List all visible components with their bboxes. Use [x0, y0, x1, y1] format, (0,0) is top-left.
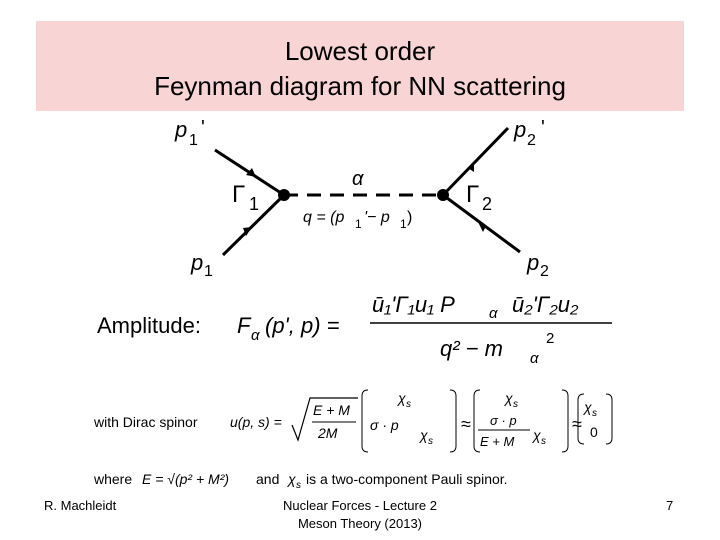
vector-2-chi: χ — [503, 390, 513, 406]
label-q-mid: '− p — [364, 209, 390, 226]
amplitude-lhs-sub: α — [251, 327, 260, 344]
vector-2-left-bracket — [473, 389, 481, 453]
amplitude-denominator-sup: 2 — [546, 330, 554, 347]
label-q: q = (p — [303, 209, 344, 226]
label-gamma-1: Γ — [232, 181, 245, 208]
sqrt-numerator: E + M — [313, 402, 350, 418]
label-p1: p — [190, 250, 203, 275]
u-definition: u(p, s) = — [230, 414, 282, 430]
arrow-p1-prime — [246, 168, 256, 177]
label-p1-prime-mark: ' — [201, 117, 205, 139]
label-q-sub2: 1 — [400, 217, 407, 231]
vector-2-chi-2: χ — [531, 427, 541, 443]
vector-3-left-bracket — [577, 393, 585, 445]
vector-2-chi-2-sub: s — [541, 436, 546, 447]
vector-2-frac-den: E + M — [480, 434, 514, 449]
line-p2 — [442, 193, 521, 254]
chi-s-where-sub: s — [296, 480, 301, 491]
arrow-p1 — [243, 227, 252, 236]
vector-1-chi-2-sub: s — [428, 436, 433, 447]
vector-3-chi: χ — [582, 399, 592, 415]
amplitude-denominator: q² − m — [440, 336, 503, 361]
energy-definition: E = √(p² + M²) — [142, 471, 229, 487]
title-banner: Lowest order Feynman diagram for NN scat… — [36, 21, 684, 111]
vector-1-sigma-p: σ · p — [370, 417, 399, 433]
label-gamma-1-sub: 1 — [249, 194, 259, 214]
vector-1-chi: χ — [396, 390, 406, 406]
title-line-1: Lowest order — [284, 36, 436, 66]
approx-2: ≈ — [572, 414, 582, 434]
sqrt-sign — [291, 397, 358, 442]
amplitude-lhs-args: (p', p) = — [265, 313, 340, 338]
where-text: where — [93, 471, 132, 487]
vertex-2 — [437, 189, 449, 201]
amplitude-lhs: F — [237, 313, 252, 338]
sqrt-denominator: 2M — [317, 425, 338, 441]
vector-1-chi-2: χ — [418, 427, 428, 443]
vector-2-right-bracket — [561, 389, 569, 453]
label-p2-sub: 2 — [540, 263, 549, 280]
label-p2-prime: p — [513, 117, 526, 142]
title-line-2: Feynman diagram for NN scattering — [154, 71, 566, 101]
vector-2-chi-sub: s — [513, 399, 518, 410]
label-q-close: ) — [407, 209, 412, 226]
label-gamma-2: Γ — [466, 181, 479, 208]
vector-1-left-bracket — [361, 389, 369, 453]
chi-s-where: χ — [286, 471, 296, 487]
label-p1-sub: 1 — [204, 263, 213, 280]
arrow-p2-prime — [468, 162, 474, 172]
approx-1: ≈ — [461, 414, 471, 434]
and-text: and — [256, 471, 279, 487]
arrow-p2 — [478, 222, 486, 232]
label-alpha: α — [352, 168, 364, 190]
amplitude-numerator: ū₁'Γ₁u₁ P — [372, 292, 455, 317]
label-p2: p — [526, 250, 539, 275]
label-p1-prime-sub: 1 — [189, 132, 198, 149]
amplitude-denominator-sub: α — [530, 350, 539, 367]
with-dirac-text: with Dirac spinor — [93, 414, 198, 430]
label-gamma-2-sub: 2 — [482, 194, 492, 214]
label-p2-prime-sub: 2 — [527, 132, 536, 149]
label-q-sub1: 1 — [355, 217, 362, 231]
amplitude-numerator-2: ū₂'Γ₂u₂ — [512, 292, 579, 317]
footer-course-line-2: Meson Theory (2013) — [297, 516, 423, 531]
vector-1-chi-sub: s — [406, 399, 411, 410]
footer-page-number: 7 — [666, 498, 674, 513]
amplitude-label: Amplitude: — [97, 313, 201, 338]
footer-course-line-1: Nuclear Forces - Lecture 2 — [283, 498, 437, 513]
vertex-1 — [278, 189, 290, 201]
vector-2-frac-num: σ · p — [490, 413, 517, 428]
label-p2-prime-mark: ' — [541, 117, 545, 139]
vector-3-zero: 0 — [590, 424, 598, 440]
vector-1-right-bracket — [449, 389, 457, 453]
label-p1-prime: p — [174, 117, 187, 142]
footer-course: Nuclear Forces - Lecture 2 Meson Theory … — [260, 497, 460, 533]
pauli-spinor-text: is a two-component Pauli spinor. — [306, 471, 508, 487]
vector-3-right-bracket — [605, 393, 613, 445]
line-p1 — [221, 193, 286, 257]
line-p2-prime — [441, 126, 510, 197]
vector-3-chi-sub: s — [592, 408, 597, 419]
footer-author: R. Machleidt — [44, 498, 117, 513]
amplitude-numerator-sub: α — [489, 305, 498, 322]
